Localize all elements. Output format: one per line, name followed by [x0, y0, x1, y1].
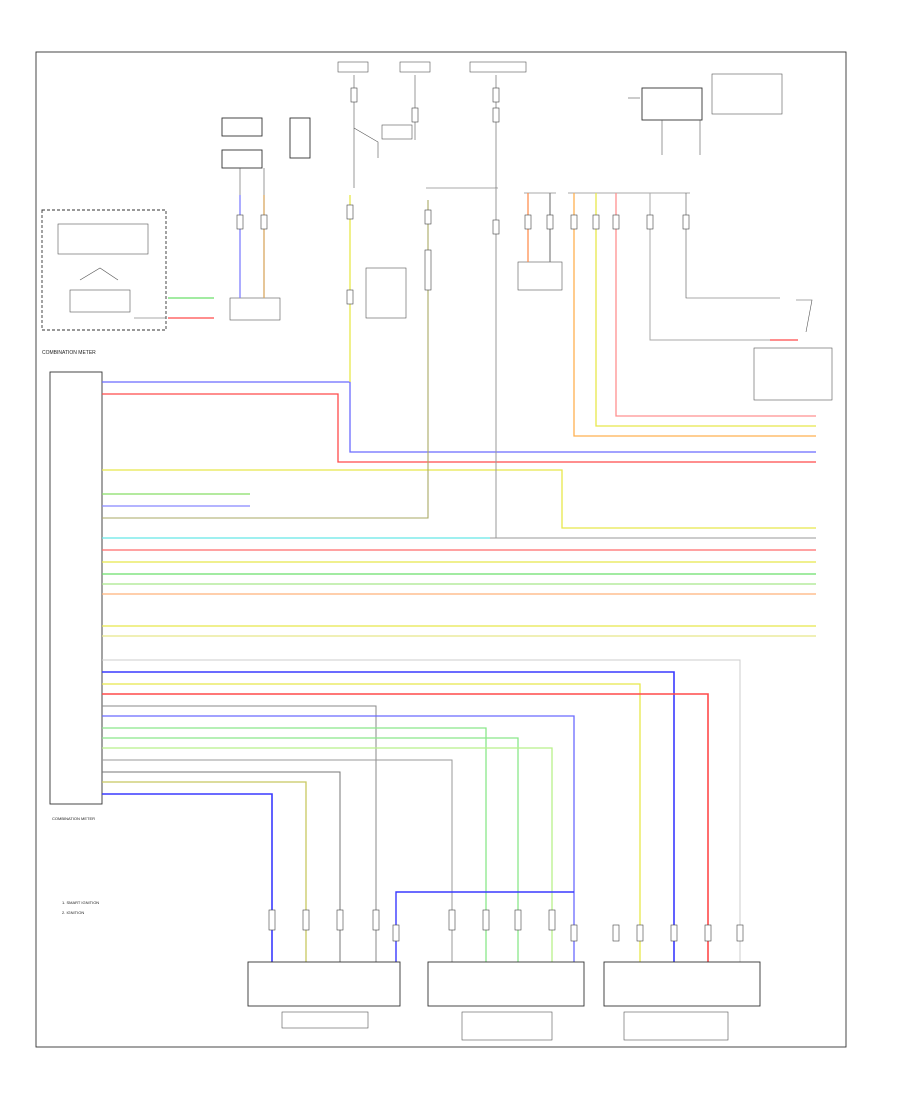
connector-15 [268, 909, 276, 931]
connector-9 [546, 214, 554, 230]
top-right-module [641, 87, 703, 121]
connector-12 [612, 214, 620, 230]
fuse-symbol-2 [492, 87, 500, 103]
top-connector-labels [229, 193, 833, 401]
connector-16 [302, 909, 310, 931]
bottom-module-left-label [281, 1011, 369, 1029]
relay-label-box [381, 124, 413, 140]
lwire-blue-1 [102, 671, 675, 962]
connector-26 [636, 924, 644, 942]
connector-label-mid [365, 267, 407, 319]
switch-sub-box [69, 289, 131, 313]
switch-label-box [57, 223, 149, 255]
wire-blue-1 [102, 381, 816, 453]
combination-meter: COMBINATION METER COMBINATION METER [42, 350, 103, 821]
fuse-symbol-1 [350, 87, 358, 103]
switch-dashed-box [41, 209, 167, 331]
bottom-module-mid [427, 961, 585, 1007]
meter-box [49, 371, 103, 805]
connector-18 [372, 909, 380, 931]
relay-box [289, 117, 311, 159]
connector-19 [448, 909, 456, 931]
connector-1 [236, 214, 244, 230]
lwire-green-1 [102, 727, 487, 962]
wire-yellow-1 [102, 469, 816, 529]
connector-29 [736, 924, 744, 942]
legend-item-2: 2. IGNITION [62, 910, 84, 915]
diagram-frame [35, 51, 847, 1048]
vwire-orange-2 [573, 193, 816, 437]
connector-7 [492, 219, 500, 235]
switch-symbol [79, 267, 119, 281]
bottom-module-right-label [623, 1011, 729, 1041]
connector-5 [424, 209, 432, 225]
connector-24 [570, 924, 578, 942]
connector-label-far-right [753, 347, 833, 401]
lwire-grey-2 [102, 705, 377, 962]
lwire-blue-3 [102, 793, 273, 962]
legend-item-1: 1. SMART IGNITION [62, 900, 99, 905]
connector-6 [424, 249, 432, 291]
lwire-olive [102, 781, 307, 962]
connector-label-right [517, 261, 563, 291]
connector-23 [392, 924, 400, 942]
lwire-red-1 [102, 693, 709, 962]
wire-olive [102, 200, 429, 519]
connector-2 [260, 214, 268, 230]
connector-4 [346, 289, 354, 305]
fuse-symbol-4 [492, 107, 500, 123]
vwire-pink [615, 193, 816, 417]
far-right-ground [796, 299, 813, 333]
wire-connectors [236, 204, 744, 942]
connector-8 [524, 214, 532, 230]
connector-10 [570, 214, 578, 230]
fuse-symbol-3 [411, 107, 419, 123]
bottom-module-right [603, 961, 761, 1007]
vertical-feed-wires [168, 188, 816, 538]
fuse-label-box-2 [399, 61, 431, 73]
connector-22 [548, 909, 556, 931]
meter-box-caption: COMBINATION METER [52, 816, 95, 821]
lwire-blue-2 [102, 715, 575, 962]
sensor-box-top [221, 117, 263, 137]
lower-wires [102, 659, 741, 962]
wire-red-1 [102, 393, 816, 463]
left-switch-component [41, 209, 167, 331]
sensor-box-mid [221, 149, 263, 169]
connector-11 [592, 214, 600, 230]
connector-3 [346, 204, 354, 220]
top-right-label-box [711, 73, 783, 115]
lwire-green-3 [102, 747, 553, 962]
connector-25 [612, 924, 620, 942]
connector-14 [682, 214, 690, 230]
lwire-green-2 [102, 737, 519, 962]
connector-21 [514, 909, 522, 931]
far-right-wire [685, 193, 780, 299]
combination-meter-title: COMBINATION METER [42, 350, 96, 356]
connector-13 [646, 214, 654, 230]
relay-switch [353, 127, 379, 158]
lwire-grey-4 [102, 771, 341, 962]
vwire-grey-3 [649, 193, 770, 341]
connector-17 [336, 909, 344, 931]
meter-wires [102, 200, 816, 637]
lwire-grey-3 [102, 759, 453, 962]
top-fuse-area [221, 61, 783, 195]
bottom-module-left [247, 961, 401, 1007]
lwire-grey-1 [102, 659, 741, 962]
connector-27 [670, 924, 678, 942]
fuse-label-box-1 [337, 61, 369, 73]
connector-28 [704, 924, 712, 942]
lwire-yellow-1 [102, 683, 641, 962]
fuse-label-box-3 [469, 61, 527, 73]
connector-label-left [229, 297, 281, 321]
legend: 1. SMART IGNITION 2. IGNITION [62, 900, 99, 915]
vwire-yellow-2 [595, 193, 816, 427]
bottom-modules [247, 961, 761, 1041]
bottom-module-mid-label [461, 1011, 553, 1041]
connector-20 [482, 909, 490, 931]
